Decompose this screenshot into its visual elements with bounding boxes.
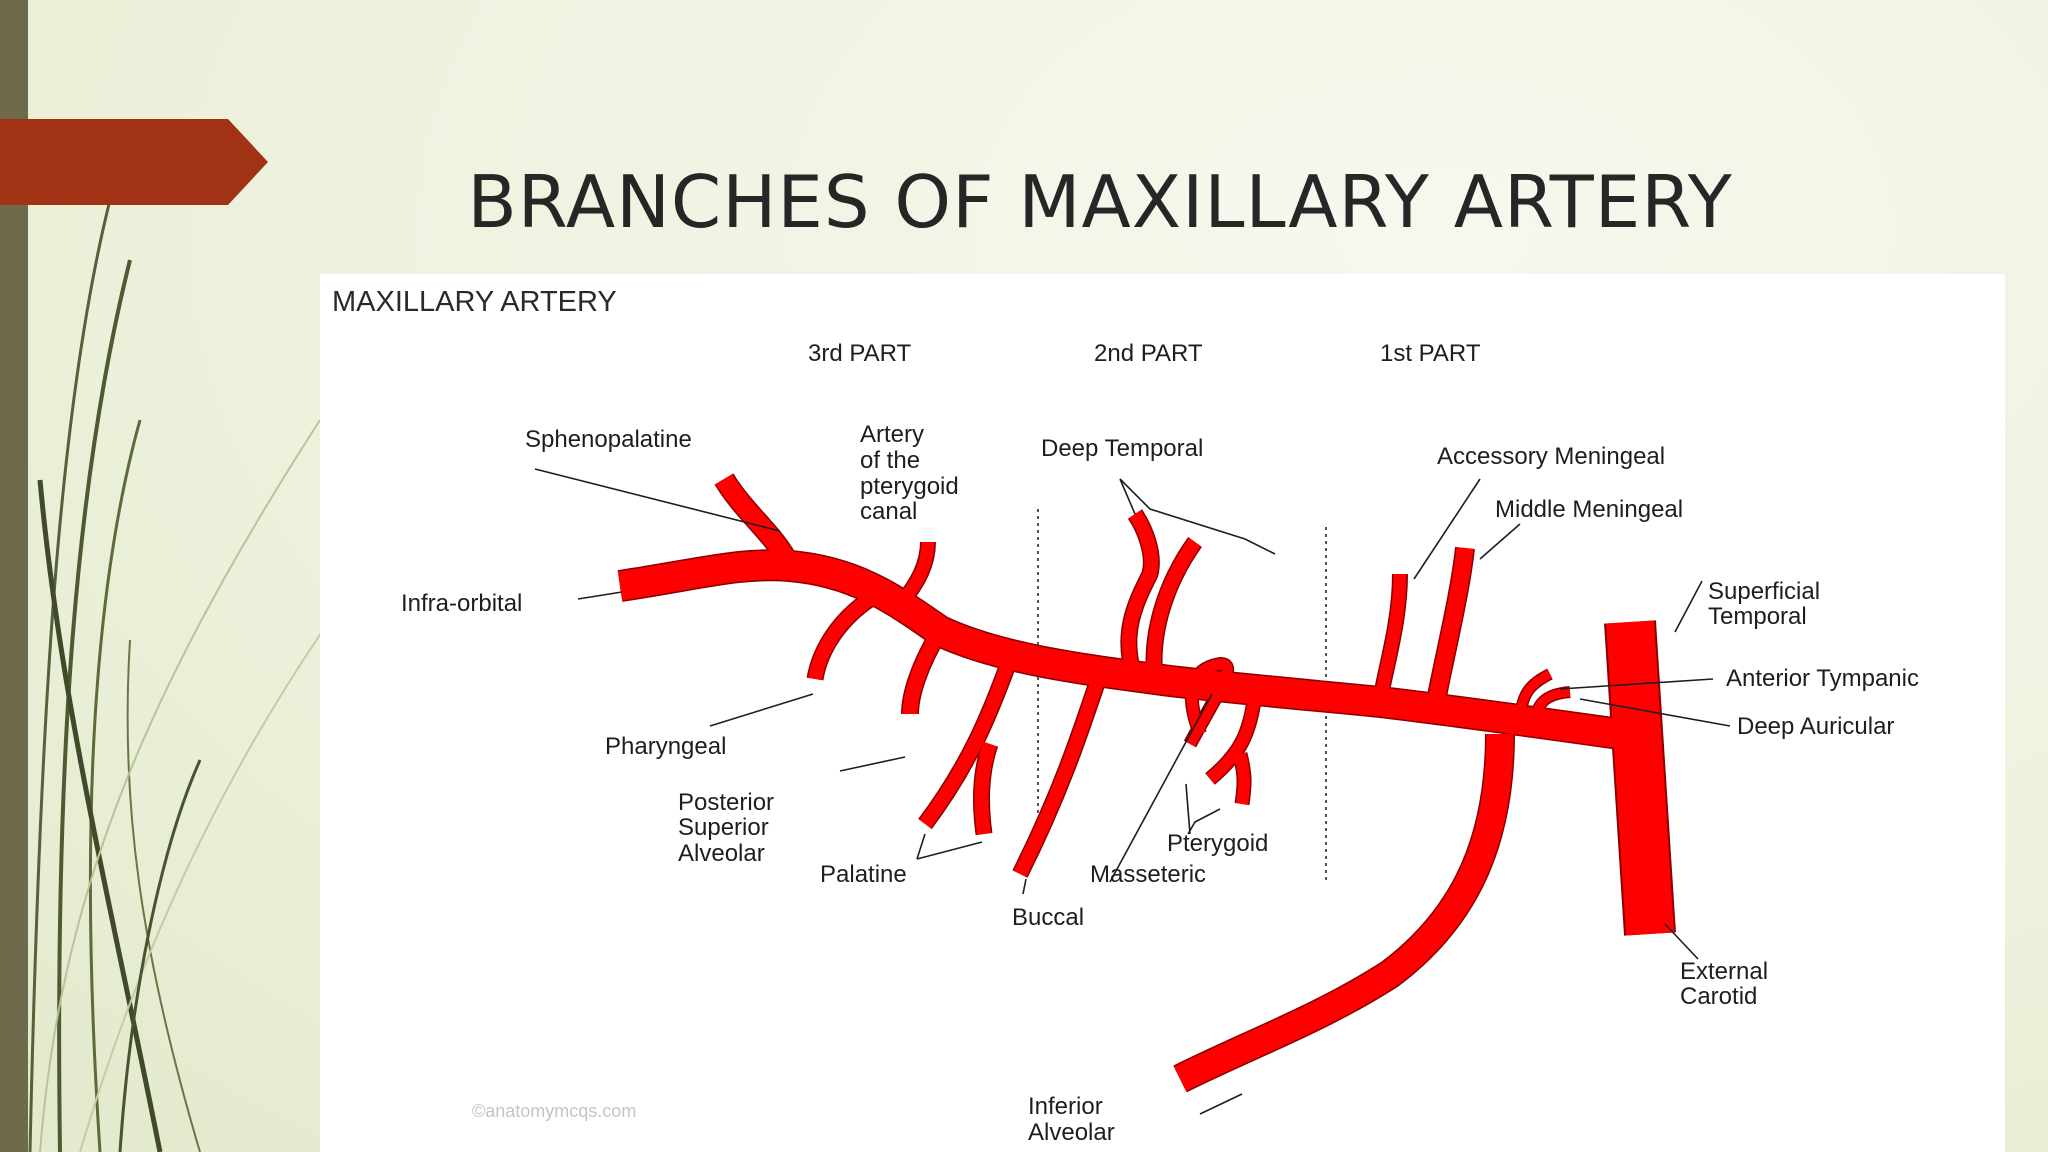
palatine-artery bbox=[919, 656, 1017, 835]
main-trunk bbox=[617, 550, 1623, 749]
label-pharyngeal: Pharyngeal bbox=[605, 733, 726, 760]
label-pterygoid: Pterygoid bbox=[1167, 830, 1268, 857]
inferior-alveolar-artery bbox=[1173, 733, 1514, 1092]
watermark: ©anatomymcqs.com bbox=[472, 1101, 636, 1121]
label-anterior-tympanic: Anterior Tympanic bbox=[1726, 665, 1919, 692]
psa-artery bbox=[902, 627, 947, 715]
label-masseteric: Masseteric bbox=[1090, 861, 1206, 888]
pterygoid-canal-artery bbox=[895, 541, 935, 609]
middle-meningeal-artery bbox=[1426, 547, 1474, 708]
accessory-meningeal-artery bbox=[1373, 573, 1407, 703]
label-superficial-temporal-2: Temporal bbox=[1708, 603, 1807, 630]
artery-fills bbox=[617, 473, 1674, 1092]
title-arrow-tag bbox=[0, 119, 268, 205]
label-psa-2: Superior bbox=[678, 814, 769, 841]
diagram-panel: MAXILLARY ARTERY 3rd PART 2nd PART 1st P… bbox=[320, 274, 2005, 1152]
buccal-artery bbox=[1013, 671, 1107, 878]
label-deep-auricular: Deep Auricular bbox=[1737, 713, 1894, 740]
part-label-first: 1st PART bbox=[1380, 340, 1481, 367]
masseteric-artery bbox=[1185, 658, 1233, 747]
label-palatine: Palatine bbox=[820, 861, 907, 888]
deep-temporal-arteries bbox=[1121, 510, 1201, 682]
label-pterygoid-canal-1: Artery bbox=[860, 421, 924, 448]
label-superficial-temporal-1: Superficial bbox=[1708, 578, 1820, 605]
label-infra-orbital: Infra-orbital bbox=[401, 590, 522, 617]
diagram-title: MAXILLARY ARTERY bbox=[332, 286, 617, 318]
decorative-grass-strokes bbox=[28, 199, 331, 1152]
label-buccal: Buccal bbox=[1012, 904, 1084, 931]
label-pterygoid-canal-3: pterygoid bbox=[860, 473, 959, 500]
label-psa-1: Posterior bbox=[678, 789, 774, 816]
part-label-second: 2nd PART bbox=[1094, 340, 1203, 367]
label-sphenopalatine: Sphenopalatine bbox=[525, 426, 692, 453]
maxillary-artery-diagram: MAXILLARY ARTERY 3rd PART 2nd PART 1st P… bbox=[332, 286, 1919, 1146]
label-deep-temporal: Deep Temporal bbox=[1041, 435, 1203, 462]
sphenopalatine-artery bbox=[715, 473, 799, 571]
label-inferior-alveolar-1: Inferior bbox=[1028, 1093, 1103, 1120]
slide-title: BRANCHES OF MAXILLARY ARTERY bbox=[467, 160, 1733, 245]
pterygoid-arteries bbox=[1206, 693, 1261, 805]
label-inferior-alveolar-2: Alveolar bbox=[1028, 1119, 1115, 1146]
part-label-third: 3rd PART bbox=[808, 340, 911, 367]
label-middle-meningeal: Middle Meningeal bbox=[1495, 496, 1683, 523]
label-external-carotid-2: Carotid bbox=[1680, 983, 1757, 1010]
leader-lines bbox=[534, 468, 1731, 1115]
label-external-carotid-1: External bbox=[1680, 958, 1768, 985]
external-carotid-artery bbox=[1606, 620, 1674, 936]
label-pterygoid-canal-4: canal bbox=[860, 498, 917, 525]
tympanic-auricular-arteries bbox=[1515, 669, 1571, 727]
label-accessory-meningeal: Accessory Meningeal bbox=[1437, 443, 1665, 470]
label-pterygoid-canal-2: of the bbox=[860, 447, 920, 474]
pharyngeal-artery bbox=[808, 593, 874, 681]
label-psa-3: Alveolar bbox=[678, 840, 765, 867]
